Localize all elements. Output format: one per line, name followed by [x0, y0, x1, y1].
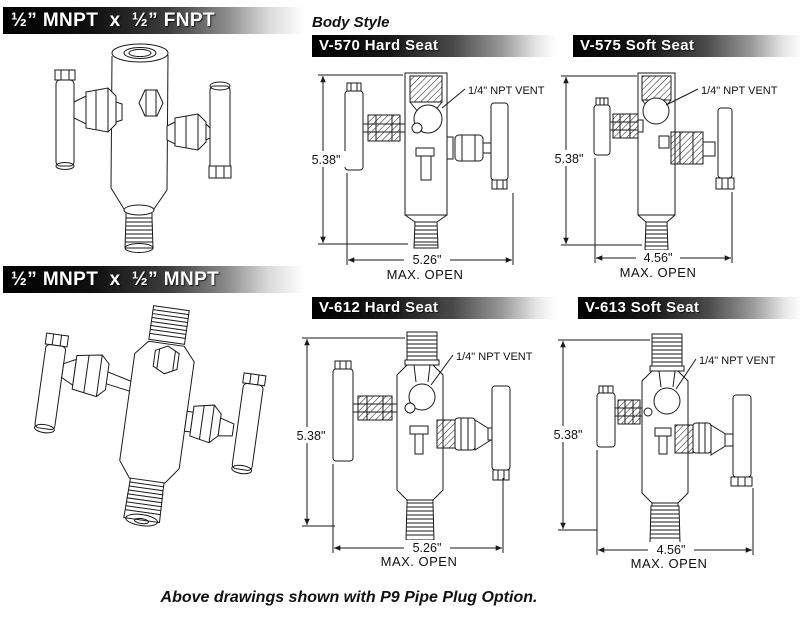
v613-drawing: 5.38" 4.56" MAX. OPEN 1/4" NPT VENT [547, 333, 776, 571]
v570-max-open-label: MAX. OPEN [387, 267, 464, 282]
v575-drawing: 5.38" 4.56" MAX. OPEN 1/4" NPT VENT [553, 72, 778, 280]
v575-max-open-label: MAX. OPEN [620, 265, 697, 280]
v612-max-open-label: MAX. OPEN [381, 554, 458, 569]
panel-header-v613: V-613 Soft Seat [578, 297, 800, 319]
v613-width-dim: 4.56" [657, 543, 686, 557]
v570-height-dim: 5.38" [312, 153, 341, 167]
v612-vent-label: 1/4" NPT VENT [456, 351, 533, 363]
iso-valve-mnpt-fnpt-drawing [54, 43, 232, 253]
v612-height-dim: 5.38" [297, 429, 326, 443]
iso-valve-mnpt-mnpt-drawing [33, 305, 267, 527]
v612-width-dim: 5.26" [413, 541, 442, 555]
panel-header-v612: V-612 Hard Seat [312, 297, 556, 319]
connection-banner-mnpt-mnpt: ½” MNPT x ½” MNPT [3, 266, 304, 293]
connection-banner-mnpt-fnpt: ½” MNPT x ½” FNPT [3, 7, 304, 34]
v612-drawing: 5.38" 5.26" MAX. OPEN 1/4" NPT VENT [295, 331, 533, 569]
v613-height-dim: 5.38" [554, 428, 583, 442]
v570-width-dim: 5.26" [413, 253, 442, 267]
v613-max-open-label: MAX. OPEN [631, 556, 708, 571]
v570-vent-label: 1/4" NPT VENT [468, 85, 545, 97]
v575-width-dim: 4.56" [644, 251, 673, 265]
v613-vent-label: 1/4" NPT VENT [699, 355, 776, 367]
v570-drawing: 5.38" 5.26" MAX. OPEN 1/4" NPT VENT [306, 72, 545, 282]
v575-vent-label: 1/4" NPT VENT [701, 85, 778, 97]
panel-header-v575: V-575 Soft Seat [573, 35, 800, 57]
drawings-caption: Above drawings shown with P9 Pipe Plug O… [160, 589, 538, 606]
panel-header-v570: V-570 Hard Seat [312, 35, 556, 57]
v575-height-dim: 5.38" [555, 152, 584, 166]
body-style-heading: Body Style [312, 14, 390, 31]
